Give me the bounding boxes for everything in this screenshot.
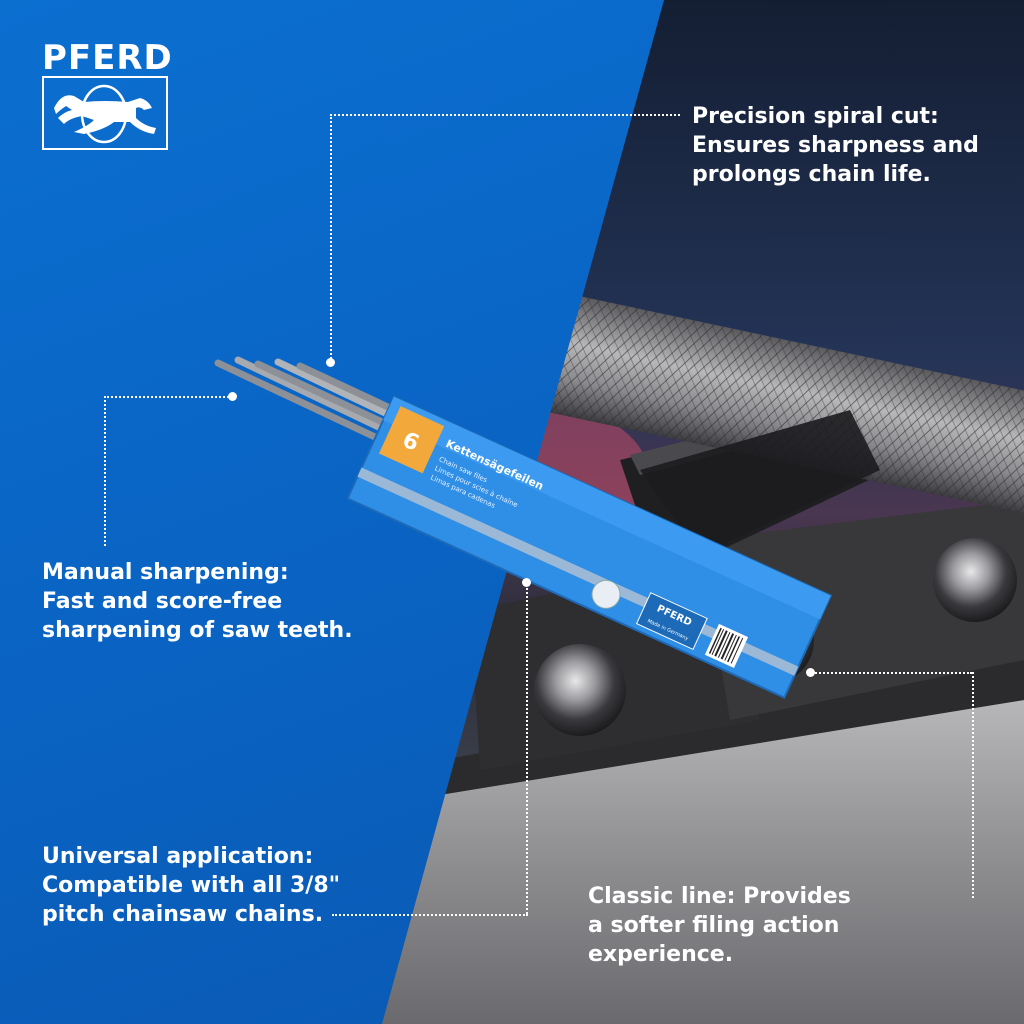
- feature-universal-heading: Universal application:: [42, 844, 314, 869]
- callout-line-universal-horizontal: [332, 914, 528, 916]
- callout-dot-spiral: [326, 358, 335, 367]
- callout-line-classic-horizontal: [812, 672, 972, 674]
- callout-dot-universal: [522, 578, 531, 587]
- feature-spiral-line-3: prolongs chain life.: [692, 162, 931, 187]
- horse-logo-icon: [42, 76, 168, 150]
- callout-line-spiral-horizontal: [330, 114, 680, 116]
- feature-spiral-cut: Precision spiral cut: Ensures sharpness …: [692, 102, 979, 189]
- pferd-logo: PFERD: [42, 38, 173, 150]
- feature-universal-line-2: Compatible with all 3/8": [42, 873, 341, 898]
- feature-universal-line-3: pitch chainsaw chains.: [42, 902, 324, 927]
- brand-name: PFERD: [42, 38, 173, 78]
- feature-manual-line-2: Fast and score-free: [42, 589, 283, 614]
- callout-line-classic-vertical: [972, 672, 974, 898]
- feature-manual-line-3: sharpening of saw teeth.: [42, 618, 353, 643]
- callout-dot-classic: [806, 668, 815, 677]
- feature-classic-line-3: experience.: [588, 942, 734, 967]
- feature-spiral-line-2: Ensures sharpness and: [692, 133, 979, 158]
- callout-line-manual-vertical: [104, 396, 106, 546]
- feature-spiral-heading: Precision spiral cut:: [692, 104, 939, 129]
- callout-dot-manual: [228, 392, 237, 401]
- feature-classic-line-2: a softer filing action: [588, 913, 840, 938]
- feature-classic-heading: Classic line: Provides: [588, 884, 851, 909]
- feature-manual-heading: Manual sharpening:: [42, 560, 289, 585]
- feature-universal-application: Universal application: Compatible with a…: [42, 842, 340, 929]
- callout-line-spiral-vertical: [330, 114, 332, 362]
- callout-line-universal-vertical: [526, 580, 528, 914]
- feature-classic-line: Classic line: Provides a softer filing a…: [588, 882, 851, 969]
- callout-line-manual-horizontal: [104, 396, 232, 398]
- feature-manual-sharpening: Manual sharpening: Fast and score-free s…: [42, 558, 353, 645]
